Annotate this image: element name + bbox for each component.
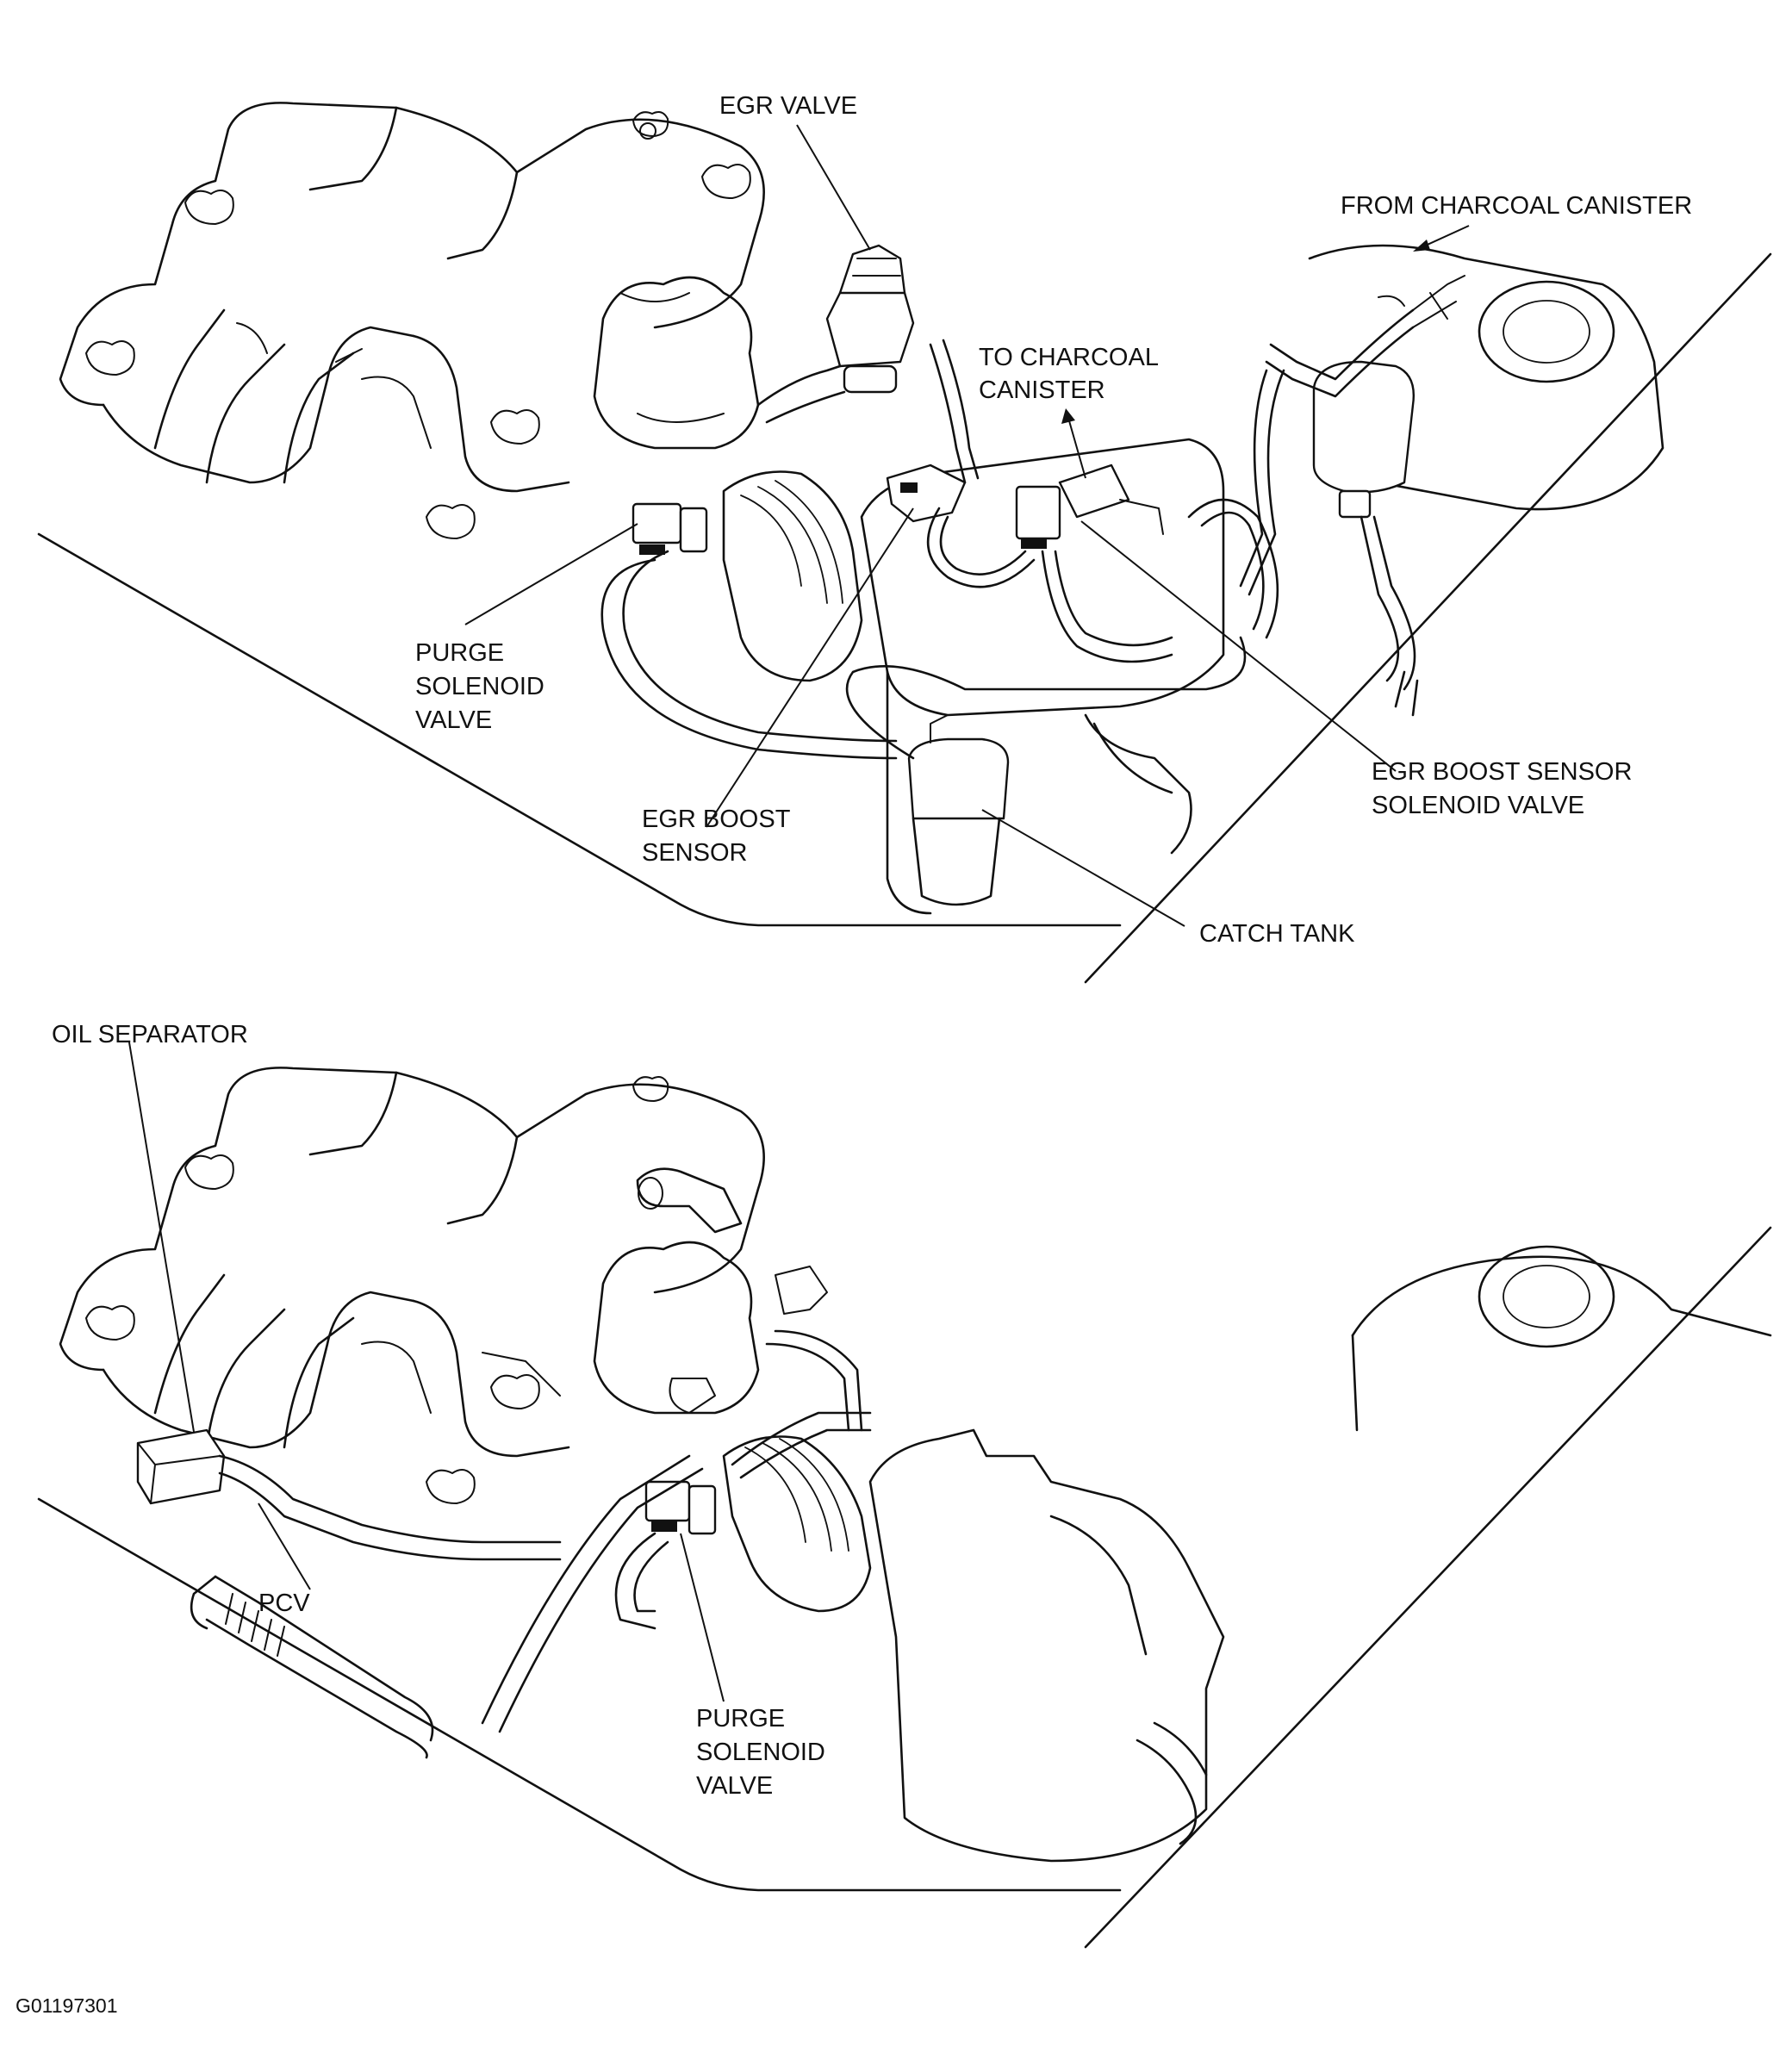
top-engine-view (37, 102, 1772, 984)
bottom-elbow-fitting (636, 1167, 743, 1234)
label-oil-separator: OIL SEPARATOR (52, 1021, 248, 1048)
label-purge-solenoid-top-line1: PURGE (415, 639, 504, 667)
bottom-manifold-bosses (85, 1076, 669, 1504)
label-egr-valve: EGR VALVE (719, 92, 857, 120)
bottom-intake-duct (722, 1435, 872, 1613)
bottom-intake-runners (102, 1273, 415, 1449)
egr-boost-solenoid-part (1015, 463, 1130, 549)
top-vacuum-hoses (600, 275, 1465, 760)
pcv-hose (218, 1454, 562, 1544)
top-intake-duct (722, 470, 863, 682)
label-purge-solenoid-bottom-line1: PURGE (696, 1705, 785, 1733)
label-to-charcoal-canister-line2: CANISTER (979, 376, 1105, 404)
top-filter-part (1312, 360, 1415, 519)
bottom-engine-view (37, 1042, 1772, 1949)
top-fender-outline (37, 532, 1122, 927)
label-egr-boost-sensor-line2: SENSOR (642, 839, 747, 867)
top-leader-lines (464, 124, 1470, 927)
egr-boost-sensor-part (886, 463, 967, 523)
label-to-charcoal-canister-line1: TO CHARCOAL (979, 344, 1159, 371)
label-purge-solenoid-bottom-line2: SOLENOID (696, 1739, 825, 1766)
label-catch-tank: CATCH TANK (1199, 920, 1355, 948)
figure-code: G01197301 (16, 1994, 118, 2017)
bottom-strut-line (1084, 1226, 1772, 1949)
top-intake-runners (102, 308, 415, 484)
label-from-charcoal-canister: FROM CHARCOAL CANISTER (1341, 192, 1692, 220)
bottom-leader-lines (128, 1042, 725, 1702)
top-throttle-body (593, 276, 760, 450)
top-purge-solenoid-part (632, 502, 708, 555)
bottom-intake-plenum (59, 1067, 765, 1372)
bottom-air-cleaner (868, 1428, 1225, 1863)
bottom-strut-tower (1351, 1255, 1772, 1337)
label-egr-boost-solenoid-line1: EGR BOOST SENSOR (1372, 758, 1632, 786)
top-strut-tower (1308, 244, 1664, 511)
label-egr-boost-solenoid-line2: SOLENOID VALVE (1372, 792, 1584, 819)
oil-separator-part (136, 1428, 226, 1505)
catch-tank-part (907, 714, 1010, 906)
label-pcv: PCV (258, 1590, 310, 1617)
top-manifold-bosses (85, 111, 751, 539)
bottom-fender-outline (37, 1497, 1122, 1892)
egr-valve-part (756, 244, 915, 424)
label-egr-boost-sensor-line1: EGR BOOST (642, 806, 791, 833)
bottom-coiled-pipe (190, 1575, 434, 1759)
label-purge-solenoid-top-line2: SOLENOID (415, 673, 544, 700)
top-strut-line (1084, 252, 1772, 984)
callout-labels: EGR VALVE FROM CHARCOAL CANISTER TO CHAR… (16, 92, 1692, 2017)
label-purge-solenoid-bottom-line3: VALVE (696, 1772, 773, 1800)
bottom-throttle-body (593, 1241, 760, 1415)
bottom-vacuum-hoses (481, 1329, 872, 1733)
bottom-purge-solenoid-part (644, 1480, 717, 1535)
top-strut-cap (1478, 280, 1615, 383)
label-purge-solenoid-top-line3: VALVE (415, 706, 492, 734)
bottom-strut-cap (1478, 1245, 1615, 1348)
top-intake-plenum (59, 102, 765, 407)
